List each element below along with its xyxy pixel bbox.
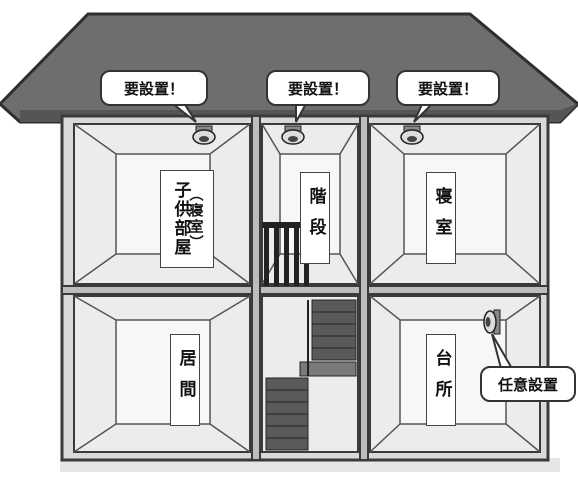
staircase bbox=[265, 299, 357, 451]
callout-optional-kitchen-text: 任意設置 bbox=[497, 375, 558, 394]
label-child-room: 子供部屋 （寝室） bbox=[160, 170, 214, 268]
label-kitchen-text: 台所 bbox=[431, 349, 452, 411]
label-child-room-text: 子供部屋 bbox=[170, 181, 191, 257]
smoke-detector-icon bbox=[192, 125, 216, 145]
callout-optional-kitchen: 任意設置 bbox=[480, 366, 576, 402]
room-living bbox=[73, 295, 251, 453]
callout-required-right: 要設置！ bbox=[396, 70, 500, 106]
label-living-room: 居間 bbox=[170, 334, 200, 426]
callout-required-middle-text: 要設置！ bbox=[287, 79, 348, 98]
label-living-room-text: 居間 bbox=[175, 349, 196, 411]
callout-required-left-text: 要設置！ bbox=[123, 79, 184, 98]
label-stairs: 階段 bbox=[300, 172, 330, 264]
smoke-detector-icon bbox=[281, 125, 305, 145]
label-bedroom: 寝室 bbox=[426, 172, 456, 264]
wall-smoke-detector-icon bbox=[483, 309, 501, 335]
callout-required-left: 要設置！ bbox=[100, 70, 208, 106]
label-bedroom-text: 寝室 bbox=[431, 187, 452, 249]
label-kitchen: 台所 bbox=[426, 334, 456, 426]
callout-required-right-text: 要設置！ bbox=[417, 79, 478, 98]
room-stairs-bottom bbox=[261, 295, 359, 453]
smoke-detector-icon bbox=[400, 125, 424, 145]
callout-required-middle: 要設置！ bbox=[266, 70, 370, 106]
label-stairs-text: 階段 bbox=[305, 187, 326, 249]
label-child-room-note: （寝室） bbox=[187, 187, 204, 251]
